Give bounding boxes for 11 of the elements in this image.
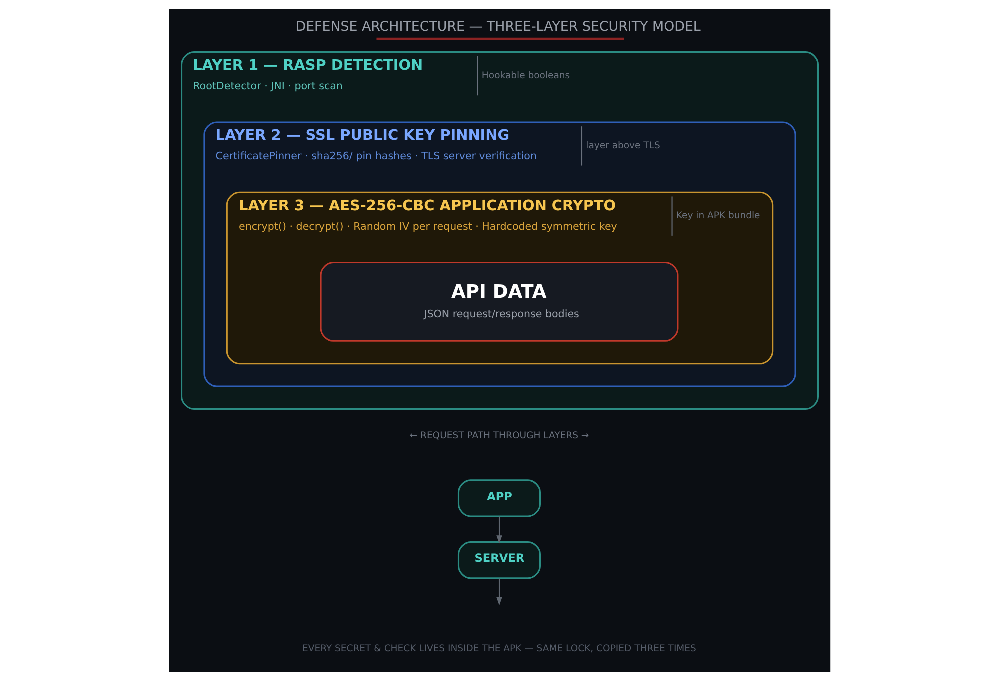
label: ← REQUEST PATH THROUGH LAYERS →: [410, 430, 590, 441]
node-label: Hookable booleans: [482, 70, 570, 81]
arrow: [496, 516, 502, 544]
diagram-title: DEFENSE ARCHITECTURE — THREE-LAYER SECURITY MODEL: [296, 20, 701, 35]
node-label: layer above TLS: [586, 140, 660, 151]
node-label: Key in APK bundle: [676, 210, 760, 222]
node-box: API DATA JSON request/response bodies: [320, 261, 679, 342]
node-box: APP: [458, 479, 541, 517]
caption: EVERY SECRET & CHECK LIVES INSIDE THE APK — SAME LOCK, COPIED THREE TIMES: [302, 643, 696, 654]
node-box: SERVER: [458, 541, 541, 579]
arrow: [496, 578, 502, 606]
